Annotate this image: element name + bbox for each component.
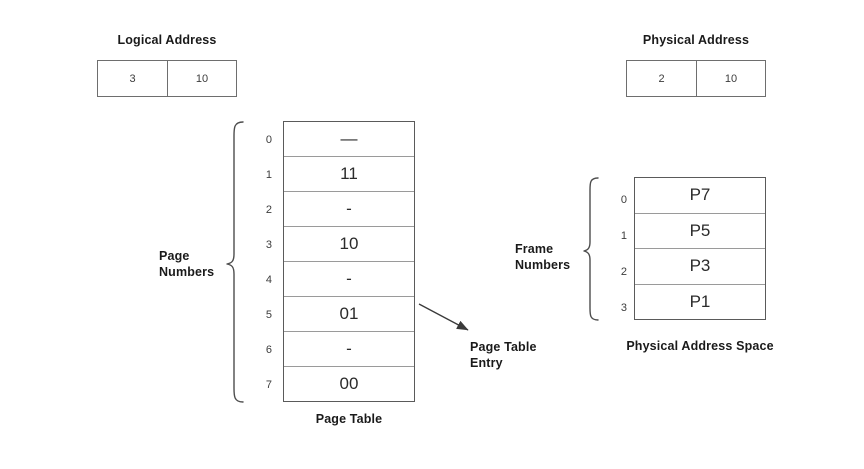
page-index-1: 1 [265,169,272,181]
page-table-row: 10 [284,226,414,261]
frame-table-index-column: 0 1 2 3 [605,177,627,320]
page-index-7: 7 [265,379,272,391]
page-table-entry-label: Page Table Entry [470,339,537,371]
page-numbers-label-line2: Numbers [159,265,215,279]
physical-address-frame-number: 2 [658,72,665,85]
page-numbers-label: Page Numbers [159,248,214,280]
page-table-caption: Page Table [315,412,383,426]
page-index-0: 0 [265,134,272,146]
frame-index-3: 3 [620,302,627,314]
physical-address-box: 2 10 [626,60,766,97]
page-index-6: 6 [265,344,272,356]
page-table-entry-label-line2: Entry [470,356,503,370]
page-table-row: - [284,261,414,296]
page-table-row: — [340,129,358,148]
frame-numbers-label-line2: Numbers [515,258,571,272]
logical-address-box: 3 10 [97,60,237,97]
frame-table-row: P3 [635,248,765,284]
frame-numbers-label: Frame Numbers [515,241,570,273]
page-numbers-label-line1: Page [159,249,190,263]
page-index-3: 3 [265,239,272,251]
physical-address-offset: 10 [696,61,765,96]
page-index-4: 4 [265,274,272,286]
page-index-5: 5 [265,309,272,321]
page-numbers-brace [226,121,244,403]
frame-table-row: P1 [635,283,765,320]
page-table-entry-label-line1: Page Table [470,340,537,354]
frame-table-row: P5 [635,212,765,249]
page-table: — 11 - 10 - 01 - 00 [283,121,415,402]
frame-index-2: 2 [620,266,627,278]
page-index-2: 2 [265,204,272,216]
physical-address-title: Physical Address [642,33,750,47]
page-table-row: 00 [284,366,414,401]
logical-address-title: Logical Address [117,33,217,47]
frame-index-1: 1 [620,230,627,242]
logical-address-page-number: 3 [129,72,136,85]
frame-numbers-brace [583,177,599,321]
frame-numbers-label-line1: Frame [515,242,554,256]
logical-address-offset: 10 [167,61,236,96]
page-table-row: - [284,331,414,366]
page-table-index-column: 0 1 2 3 4 5 6 7 [248,121,272,402]
physical-address-space-table: P7 P5 P3 P1 [634,177,766,320]
physical-address-space-caption: Physical Address Space [626,339,774,353]
page-table-entry-arrow [418,303,469,331]
frame-table-row: P7 [689,185,711,205]
page-table-row: - [284,191,414,226]
page-table-row: 11 [284,156,414,191]
page-table-row: 01 [284,296,414,331]
frame-index-0: 0 [620,194,627,206]
